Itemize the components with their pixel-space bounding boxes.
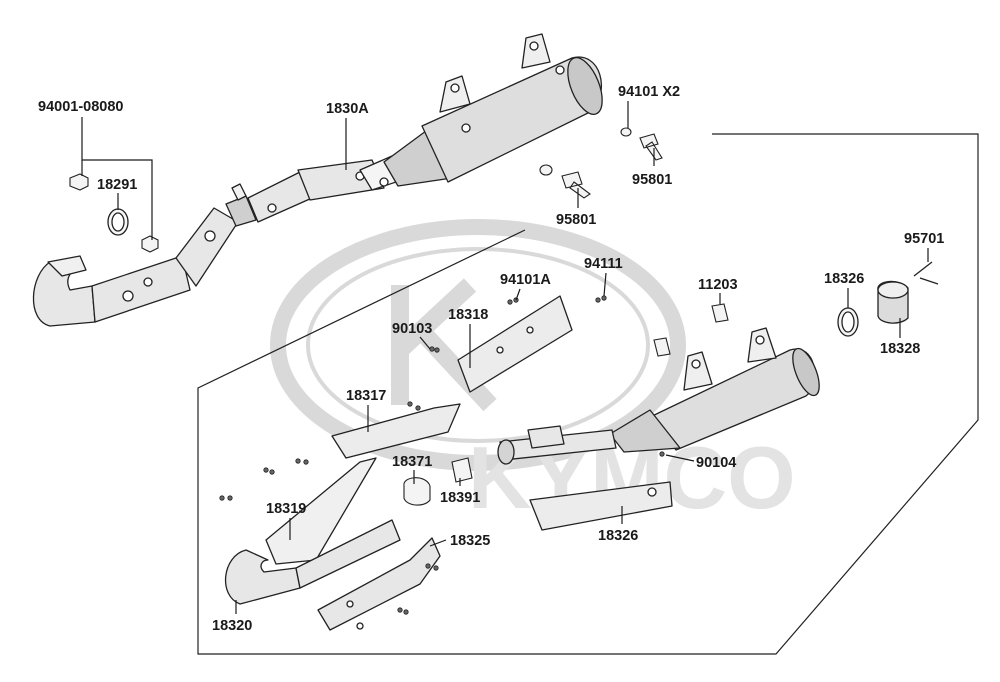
heat-shield-18326-b [529,481,673,531]
hardware-top [69,127,663,253]
callout-90104: 90104 [696,455,736,471]
nut-94001-a [69,173,89,191]
callout-18326-b: 18326 [598,528,638,544]
heat-shield-18317 [331,403,461,459]
callout-18326-a: 18326 [824,271,864,287]
fastener-dots [219,295,665,615]
screw-95701 [913,261,939,285]
bolt-95801-b [561,171,591,199]
callout-94001-08080: 94001-08080 [38,99,123,115]
callout-18391: 18391 [440,490,480,506]
callout-18319: 18319 [266,501,306,517]
washer-94101-a [620,127,632,137]
callout-95801-a: 95801 [632,172,672,188]
exploded-small-parts [403,261,939,506]
callout-90103: 90103 [392,321,432,337]
collar-18391 [451,457,473,483]
callout-1830A: 1830A [326,101,369,117]
callout-95801-b: 95801 [556,212,596,228]
grommet-11203 [711,303,729,323]
callout-18317: 18317 [346,388,386,404]
callout-94101-x2: 94101 X2 [618,84,680,100]
exploded-pipes [225,519,441,631]
callout-18318: 18318 [448,307,488,323]
callout-labels: 94001-08080 18291 1830A 94101 X2 95801 9… [38,84,944,634]
washer-94101-b [539,164,553,176]
callout-18325: 18325 [450,533,490,549]
leader-lines [81,101,929,614]
callout-94111: 94111 [584,256,623,272]
collar [653,337,671,357]
callout-94101A: 94101A [500,272,551,288]
heat-shield-18318 [457,295,573,393]
clamp-18371 [403,477,431,506]
callout-95701: 95701 [904,231,944,247]
callout-18291: 18291 [97,177,137,193]
callout-18328: 18328 [880,341,920,357]
exploded-view-frame [197,133,979,655]
exploded-muffler [497,327,820,465]
bolt-95801-a [639,133,663,161]
complete-muffler-assembly [32,33,603,327]
heat-shields [265,295,673,565]
heat-shield-18319 [265,457,377,565]
nut-94001-b [141,235,159,253]
callout-18320: 18320 [212,618,252,634]
callout-11203: 11203 [698,277,738,293]
callout-18371: 18371 [392,454,432,470]
